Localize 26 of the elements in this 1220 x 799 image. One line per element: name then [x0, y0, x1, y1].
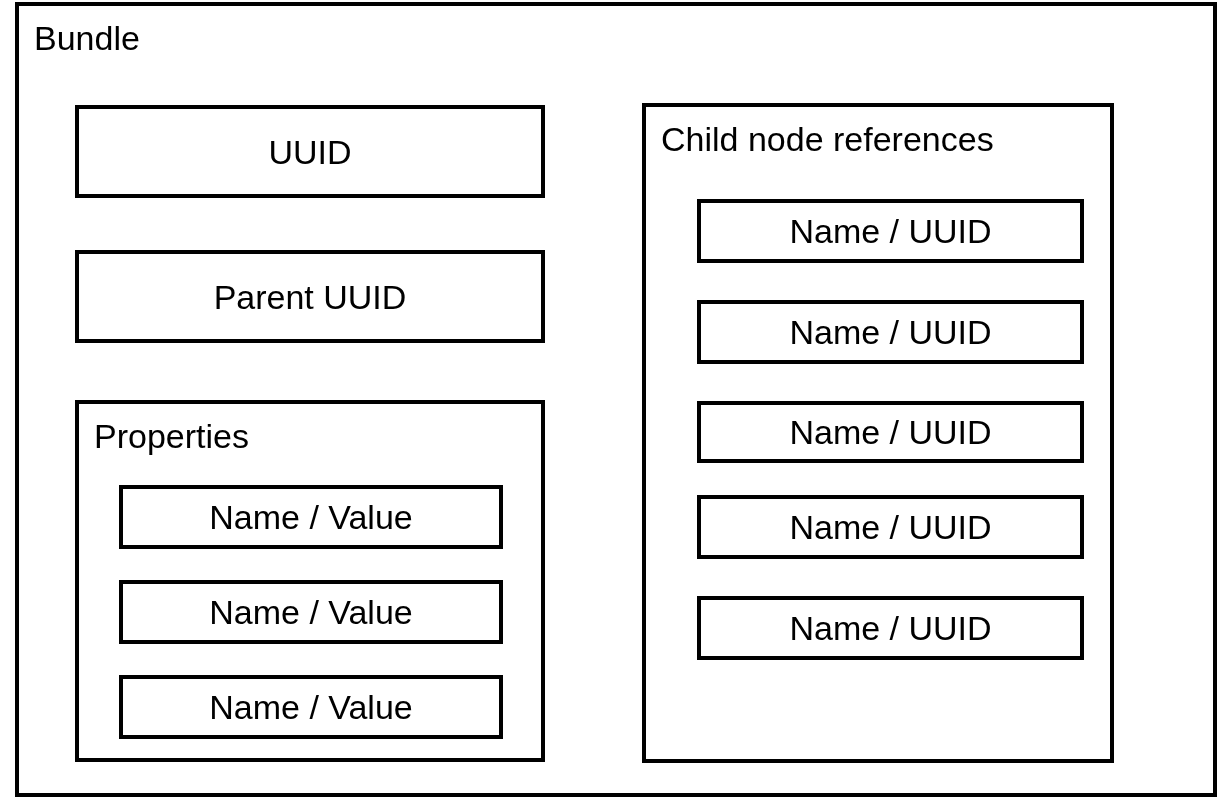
field-label: Name / UUID — [789, 507, 992, 548]
field-box — [697, 495, 1084, 559]
field-box — [119, 485, 503, 549]
field-box — [119, 675, 503, 739]
field-box — [119, 580, 503, 644]
container-box — [642, 103, 1114, 763]
field-box — [697, 199, 1084, 263]
field-label: Name / Value — [209, 592, 413, 633]
field-label: Name / Value — [209, 497, 413, 538]
field-box — [75, 105, 545, 198]
box-heading: Properties — [94, 416, 249, 457]
box-heading: Bundle — [34, 18, 140, 59]
field-label: Parent UUID — [213, 276, 407, 318]
container-box — [75, 400, 545, 762]
field-box — [697, 596, 1084, 660]
field-label: Name / UUID — [789, 211, 992, 252]
field-label: Name / UUID — [789, 312, 992, 353]
field-label: Name / UUID — [789, 608, 992, 649]
field-label: UUID — [268, 131, 352, 173]
field-box — [697, 401, 1084, 463]
field-box — [697, 300, 1084, 364]
box-heading: Child node references — [661, 119, 994, 160]
container-box — [15, 2, 1217, 797]
field-box — [75, 250, 545, 343]
field-label: Name / Value — [209, 687, 413, 728]
field-label: Name / UUID — [789, 412, 992, 453]
